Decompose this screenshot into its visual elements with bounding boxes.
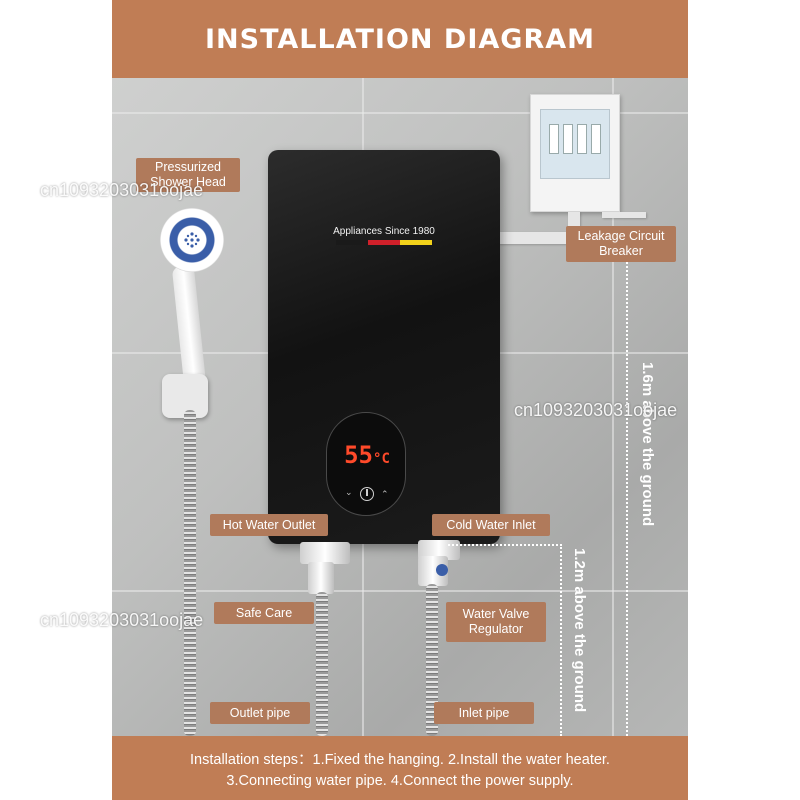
tile-seam (612, 78, 614, 736)
label-hot-water-outlet: Hot Water Outlet (210, 514, 328, 536)
flag-stripe (400, 240, 432, 245)
shower-nozzles (184, 232, 200, 248)
breaker-panel (540, 109, 610, 179)
watermark: cn1093203031oojae (514, 400, 678, 420)
tile-seam (112, 112, 688, 114)
installation-steps: Installation steps：1.Fixed the hanging. … (112, 736, 688, 800)
label-breaker: Leakage Circuit Breaker (566, 226, 676, 262)
breaker-switch (591, 124, 601, 154)
dimension-line-horizontal (448, 544, 562, 546)
water-heater: Appliances Since 1980 55°C ⌄ ⌃ (268, 150, 500, 544)
installation-diagram: INSTALLATION DIAGRAM Appliances Since 19… (112, 0, 688, 800)
outlet-hose (316, 592, 328, 736)
label-safe-care: Safe Care (214, 602, 314, 624)
inlet-hose (426, 584, 438, 736)
flag-stripe (336, 240, 368, 245)
label-cold-water-inlet: Cold Water Inlet (432, 514, 550, 536)
temperature-value: 55 (344, 441, 374, 469)
label-shower-head: Pressurized Shower Head (136, 158, 240, 192)
circuit-breaker-box (530, 94, 620, 212)
height-label-high: 1.6m above the ground (639, 362, 656, 527)
flag-stripe (368, 240, 400, 245)
water-valve-regulator (418, 556, 448, 586)
header-banner: INSTALLATION DIAGRAM (112, 0, 688, 78)
breaker-switch (577, 124, 587, 154)
label-outlet-pipe: Outlet pipe (210, 702, 310, 724)
power-knob-icon[interactable] (360, 487, 374, 501)
dimension-line-low (560, 544, 562, 736)
height-label-low: 1.2m above the ground (571, 548, 588, 713)
diagram-title: INSTALLATION DIAGRAM (205, 23, 595, 55)
chevron-down-icon[interactable]: ⌄ (345, 487, 353, 497)
label-water-valve-regulator: Water Valve Regulator (446, 602, 546, 642)
hot-outlet-fitting (300, 542, 350, 564)
chevron-up-icon[interactable]: ⌃ (381, 489, 389, 499)
steps-line-2: 3.Connecting water pipe. 4.Connect the p… (226, 772, 574, 789)
temperature-display: 55°C ⌄ ⌃ (326, 412, 406, 516)
shower-hose (184, 410, 196, 736)
temperature-readout: 55°C (327, 441, 407, 469)
breaker-switch (563, 124, 573, 154)
dimension-line-high (626, 250, 628, 736)
temperature-unit: °C (373, 451, 390, 467)
watermark: cn1093203031oojae (40, 610, 204, 630)
valve-knob-icon[interactable] (436, 564, 448, 576)
power-conduit (498, 232, 580, 244)
brand-text: Appliances Since 1980 (333, 226, 435, 237)
label-inlet-pipe: Inlet pipe (434, 702, 534, 724)
hot-outlet-valve (308, 562, 334, 594)
breaker-shelf (602, 212, 646, 218)
breaker-switch (549, 124, 559, 154)
watermark: cn1093203031oojae (40, 180, 204, 200)
tile-seam (112, 590, 688, 592)
steps-line-1: Installation steps：1.Fixed the hanging. … (190, 751, 610, 768)
